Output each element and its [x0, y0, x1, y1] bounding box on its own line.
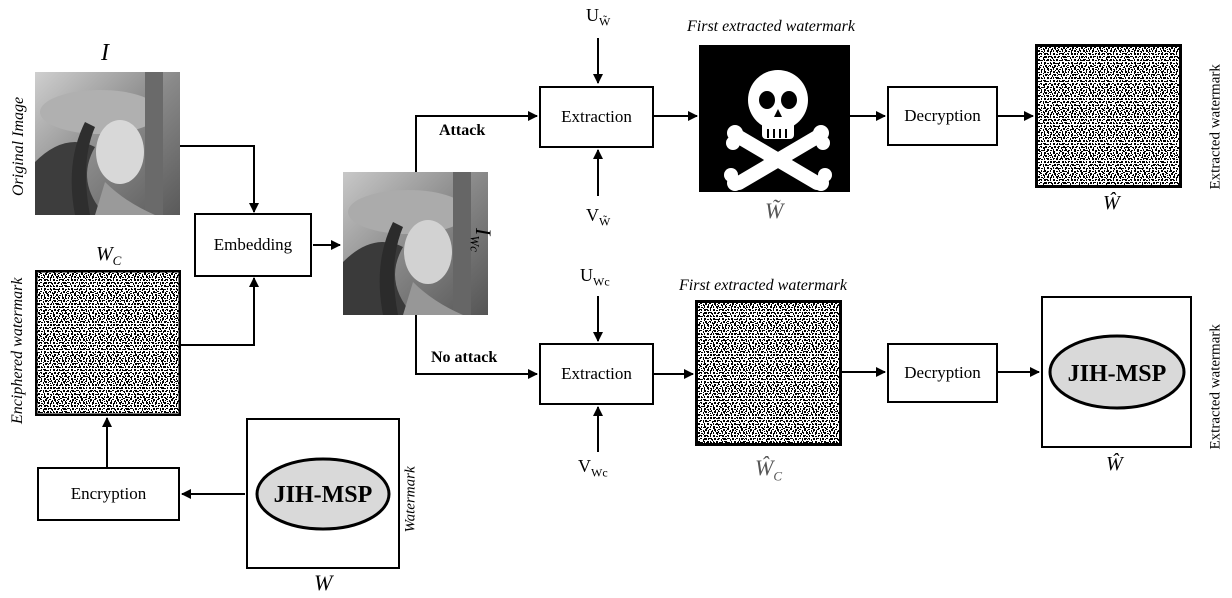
first-extracted-title-top: First extracted watermark — [687, 18, 855, 35]
extracted-watermark-noise-top — [1035, 44, 1182, 188]
u-key-top: UW̃ — [586, 5, 611, 29]
original-image-symbol: I — [101, 40, 109, 66]
extraction-box-bottom: Extraction — [539, 343, 654, 405]
embedding-box: Embedding — [194, 213, 312, 277]
extracted-label-top: Extracted watermark — [1207, 64, 1224, 190]
embedding-label: Embedding — [213, 235, 293, 254]
arrow-original-to-embedding — [180, 145, 259, 213]
enciphered-watermark-noise — [35, 270, 181, 416]
first-extracted-noise-bottom — [695, 300, 842, 446]
first-extracted-title-bottom: First extracted watermark — [679, 277, 847, 294]
arrow-attack-branch — [415, 111, 538, 172]
extracted-symbol-top: Ŵ — [1103, 192, 1120, 214]
skull-and-crossbones-icon — [699, 45, 850, 192]
watermarked-symbol: IWc — [467, 228, 496, 252]
extracted-symbol-bottom: Ŵ — [1106, 453, 1123, 475]
encryption-box: Encryption — [37, 467, 180, 521]
v-key-bottom: VWc — [578, 456, 608, 480]
extraction-label-top: Extraction — [561, 107, 632, 126]
extraction-box-top: Extraction — [539, 86, 654, 148]
first-symbol-top: W̃ — [765, 198, 784, 223]
original-image-label: Original Image — [10, 96, 27, 196]
watermark-symbol: W — [314, 570, 333, 595]
watermark-label: Watermark — [402, 466, 419, 533]
first-symbol-bottom: ŴC — [755, 455, 782, 484]
decryption-label-top: Decryption — [904, 106, 981, 125]
enciphered-label: Enciphered watermark — [9, 277, 26, 424]
extracted-logo-text: JIH-MSP — [1067, 361, 1166, 387]
arrow-noattack-branch — [415, 315, 538, 379]
arrow-enciphered-to-embedding — [180, 277, 259, 346]
watermark-logo-text: JIH-MSP — [274, 482, 373, 508]
encryption-label: Encryption — [70, 484, 147, 503]
no-attack-label: No attack — [431, 349, 498, 366]
extraction-label-bottom: Extraction — [561, 364, 632, 383]
decryption-box-bottom: Decryption — [887, 343, 998, 403]
enciphered-symbol: WC — [96, 243, 122, 268]
decryption-box-top: Decryption — [887, 86, 998, 146]
decryption-label-bottom: Decryption — [904, 363, 981, 382]
jih-msp-logo-extracted: JIH-MSP — [1048, 334, 1185, 410]
extracted-label-bottom: Extracted watermark — [1207, 324, 1224, 450]
watermarked-image — [343, 172, 488, 315]
watermark-box: JIH-MSP — [246, 418, 400, 569]
original-image — [35, 72, 180, 215]
v-key-top: VW̃ — [586, 205, 611, 229]
jih-msp-logo: JIH-MSP — [255, 457, 391, 530]
u-key-bottom: UWc — [580, 265, 610, 289]
extracted-watermark-box-bottom: JIH-MSP — [1041, 296, 1192, 448]
attack-label: Attack — [439, 122, 486, 139]
